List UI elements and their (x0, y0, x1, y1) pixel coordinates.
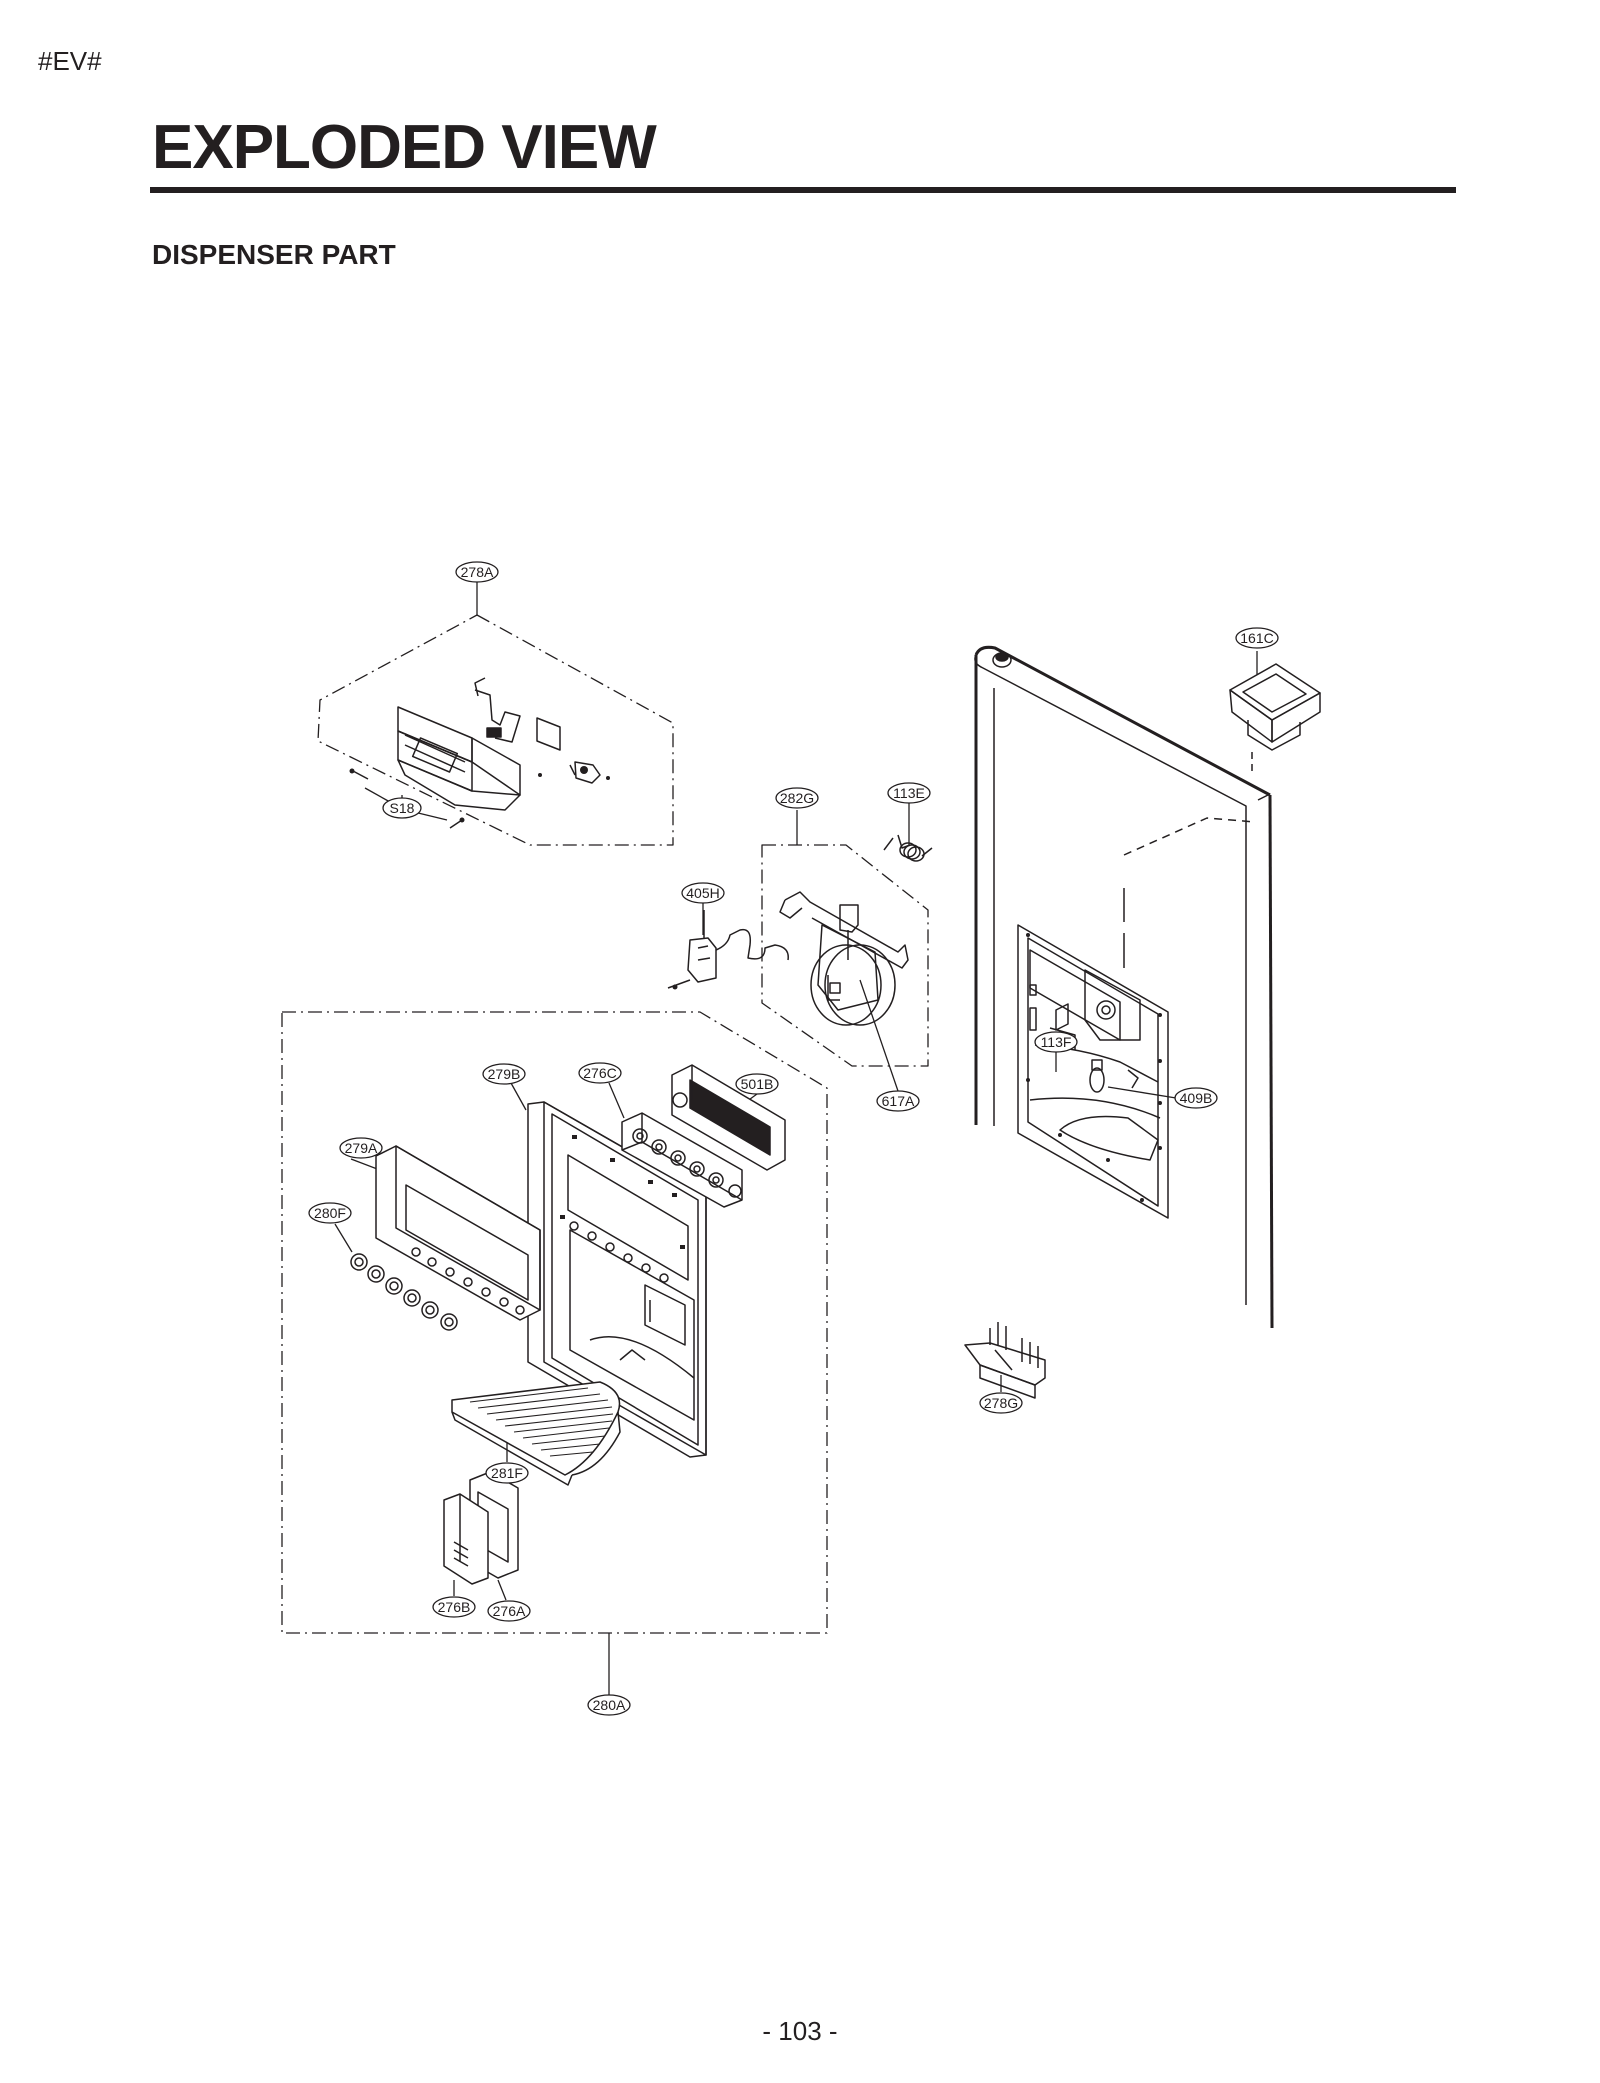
title-rule (150, 187, 1456, 193)
button-board-276C (621, 1112, 743, 1208)
callout-161C: 161C (1235, 627, 1279, 649)
buttons-280F (350, 1253, 458, 1331)
dispenser-frame-279B (527, 1101, 707, 1458)
callout-113F: 113F (1034, 1031, 1078, 1053)
page-code: #EV# (38, 46, 102, 76)
svg-text:501B: 501B (741, 1076, 774, 1092)
switch-405H (667, 910, 789, 990)
paddle-276B-276A (443, 1471, 519, 1585)
callout-281F: 281F (485, 1462, 529, 1484)
bracket-assembly-278A (349, 677, 610, 829)
svg-text:617A: 617A (882, 1093, 915, 1109)
callout-501B: 501B (735, 1073, 779, 1095)
bracket-278G (964, 1322, 1046, 1399)
callout-278A: 278A (455, 561, 499, 583)
svg-text:280F: 280F (314, 1205, 346, 1221)
svg-text:278G: 278G (984, 1395, 1018, 1411)
svg-text:161C: 161C (1240, 630, 1273, 646)
svg-text:113E: 113E (893, 785, 925, 801)
svg-text:282G: 282G (780, 790, 814, 806)
solenoid-assembly-282G (779, 834, 933, 1026)
display-501B (671, 1064, 786, 1171)
front-panel-279A (375, 1145, 541, 1321)
spring-113E (883, 834, 933, 862)
callout-279B: 279B (482, 1063, 526, 1085)
svg-text:113F: 113F (1041, 1034, 1072, 1050)
svg-text:409B: 409B (1180, 1090, 1213, 1106)
group-282G-boundary (761, 844, 929, 1067)
svg-text:276C: 276C (583, 1065, 616, 1081)
callouts: 278A S18 282G 113E 405H 617A 161C 113F 4… (308, 561, 1279, 1716)
svg-text:S18: S18 (390, 800, 415, 816)
callout-113E: 113E (887, 782, 931, 804)
dispenser-recess (1017, 924, 1169, 1219)
svg-text:280A: 280A (593, 1697, 626, 1713)
section-title: DISPENSER PART (152, 239, 396, 270)
callout-278G: 278G (979, 1392, 1023, 1414)
svg-text:405H: 405H (686, 885, 719, 901)
group-278A-boundary (317, 614, 674, 846)
callout-S18: S18 (382, 797, 422, 819)
callout-279A: 279A (339, 1137, 383, 1159)
group-boundaries (281, 614, 929, 1634)
page-number: - 103 - (762, 2016, 838, 2046)
svg-text:276A: 276A (493, 1603, 526, 1619)
svg-text:278A: 278A (461, 564, 494, 580)
callout-617A: 617A (876, 1090, 920, 1112)
callout-280F: 280F (308, 1202, 352, 1224)
callout-280A: 280A (587, 1694, 631, 1716)
callout-276B: 276B (432, 1596, 476, 1618)
cap-161C (1229, 663, 1321, 751)
svg-text:281F: 281F (491, 1465, 523, 1481)
page-title: EXPLODED VIEW (152, 113, 657, 182)
door-panel (974, 645, 1321, 1329)
callout-409B: 409B (1174, 1087, 1218, 1109)
svg-text:276B: 276B (438, 1599, 471, 1615)
svg-text:279A: 279A (345, 1140, 378, 1156)
callout-405H: 405H (681, 882, 725, 904)
drip-tray-281F (451, 1381, 621, 1486)
group-280A-boundary (281, 1011, 828, 1634)
svg-text:279B: 279B (488, 1066, 521, 1082)
callout-282G: 282G (775, 787, 819, 809)
dispenser-assembly-280A (350, 1064, 786, 1585)
callout-276A: 276A (487, 1600, 531, 1622)
callout-276C: 276C (578, 1062, 622, 1084)
